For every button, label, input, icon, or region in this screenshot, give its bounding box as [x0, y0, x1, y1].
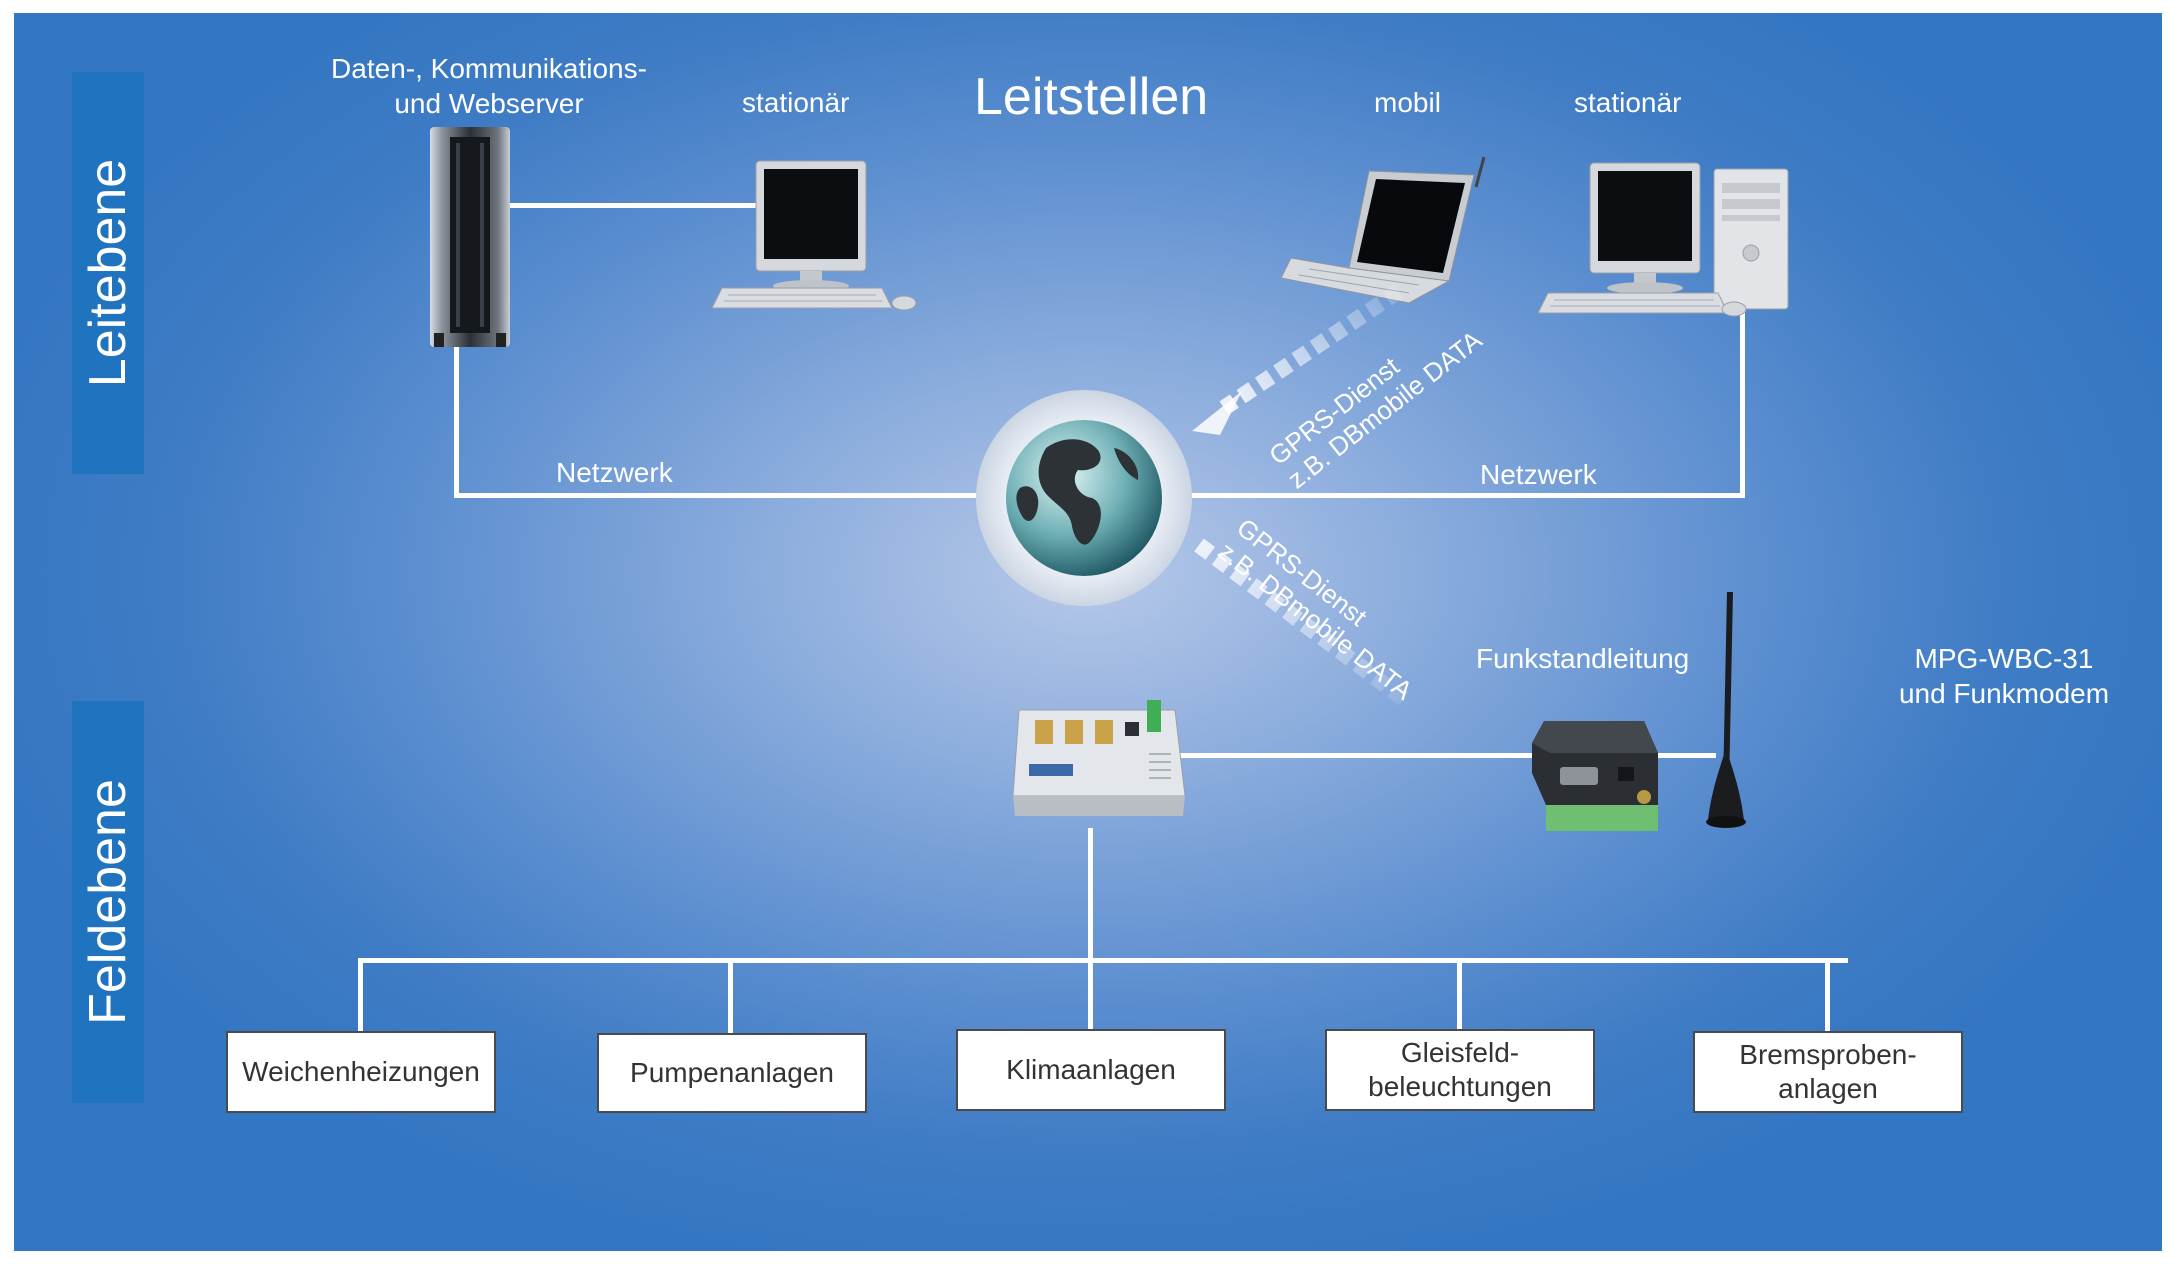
network-line-left	[454, 493, 999, 498]
controller-to-modem-line	[1176, 753, 1551, 758]
field-device-box: Bremsproben- anlagen	[1693, 1031, 1963, 1113]
server-label-line1: Daten-, Kommunikations-	[331, 53, 647, 84]
radio-modem-icon	[1532, 721, 1658, 831]
field-device-box: Gleisfeld- beleuchtungen	[1325, 1029, 1595, 1111]
controller-down-line	[1088, 828, 1093, 976]
network-label-right: Netzwerk	[1480, 459, 1597, 490]
field-device-box: Weichenheizungen	[226, 1031, 496, 1113]
stationary-right-label: stationär	[1574, 87, 1682, 118]
server-rack-icon	[430, 127, 510, 347]
modem-label-line2: und Funkmodem	[1898, 678, 2110, 709]
bus-drop-4	[1457, 958, 1462, 1031]
pc-right-down-line	[1740, 298, 1745, 498]
antenna-icon	[1706, 591, 1746, 828]
server-label-line2: und Webserver	[394, 88, 584, 119]
modem-label: MPG-WBC-31 und Funkmodem	[1874, 641, 2134, 711]
server-down-line	[454, 338, 459, 498]
field-device-box: Pumpenanlagen	[597, 1033, 867, 1113]
diagram-canvas: Leitebene Feldebene Leitstellen Daten-, …	[14, 13, 2162, 1251]
gprs-arrow-top	[1192, 284, 1404, 435]
modem-label-line1: MPG-WBC-31	[1914, 643, 2094, 674]
mobile-label: mobil	[1374, 87, 1441, 118]
server-label: Daten-, Kommunikations- und Webserver	[304, 51, 674, 121]
field-bus-line	[358, 958, 1848, 963]
stationary-left-label: stationär	[742, 87, 850, 118]
level-band-feldebene: Feldebene	[72, 701, 144, 1103]
bus-drop-5	[1825, 958, 1830, 1033]
modem-to-antenna-line	[1654, 753, 1716, 758]
globe-icon	[976, 390, 1192, 606]
radio-link-label: Funkstandleitung	[1476, 643, 1690, 674]
bus-drop-2	[728, 958, 733, 1035]
bus-drop-3	[1088, 958, 1093, 1031]
laptop-icon	[1280, 156, 1486, 304]
level-band-leitebene: Leitebene	[72, 72, 144, 474]
level-label-feldebene: Feldebene	[79, 779, 137, 1025]
field-device-box: Klimaanlagen	[956, 1029, 1226, 1111]
level-label-leitebene: Leitebene	[79, 158, 137, 388]
desktop-pc-right-icon	[1537, 162, 1789, 317]
network-label-left: Netzwerk	[556, 457, 673, 488]
diagram-title: Leitstellen	[974, 68, 1209, 126]
controller-unit-icon	[1012, 700, 1186, 816]
bus-drop-1	[358, 958, 363, 1033]
network-line-right	[1159, 493, 1745, 498]
desktop-monitor-left-icon	[711, 160, 917, 311]
server-to-pc-line	[506, 203, 758, 208]
